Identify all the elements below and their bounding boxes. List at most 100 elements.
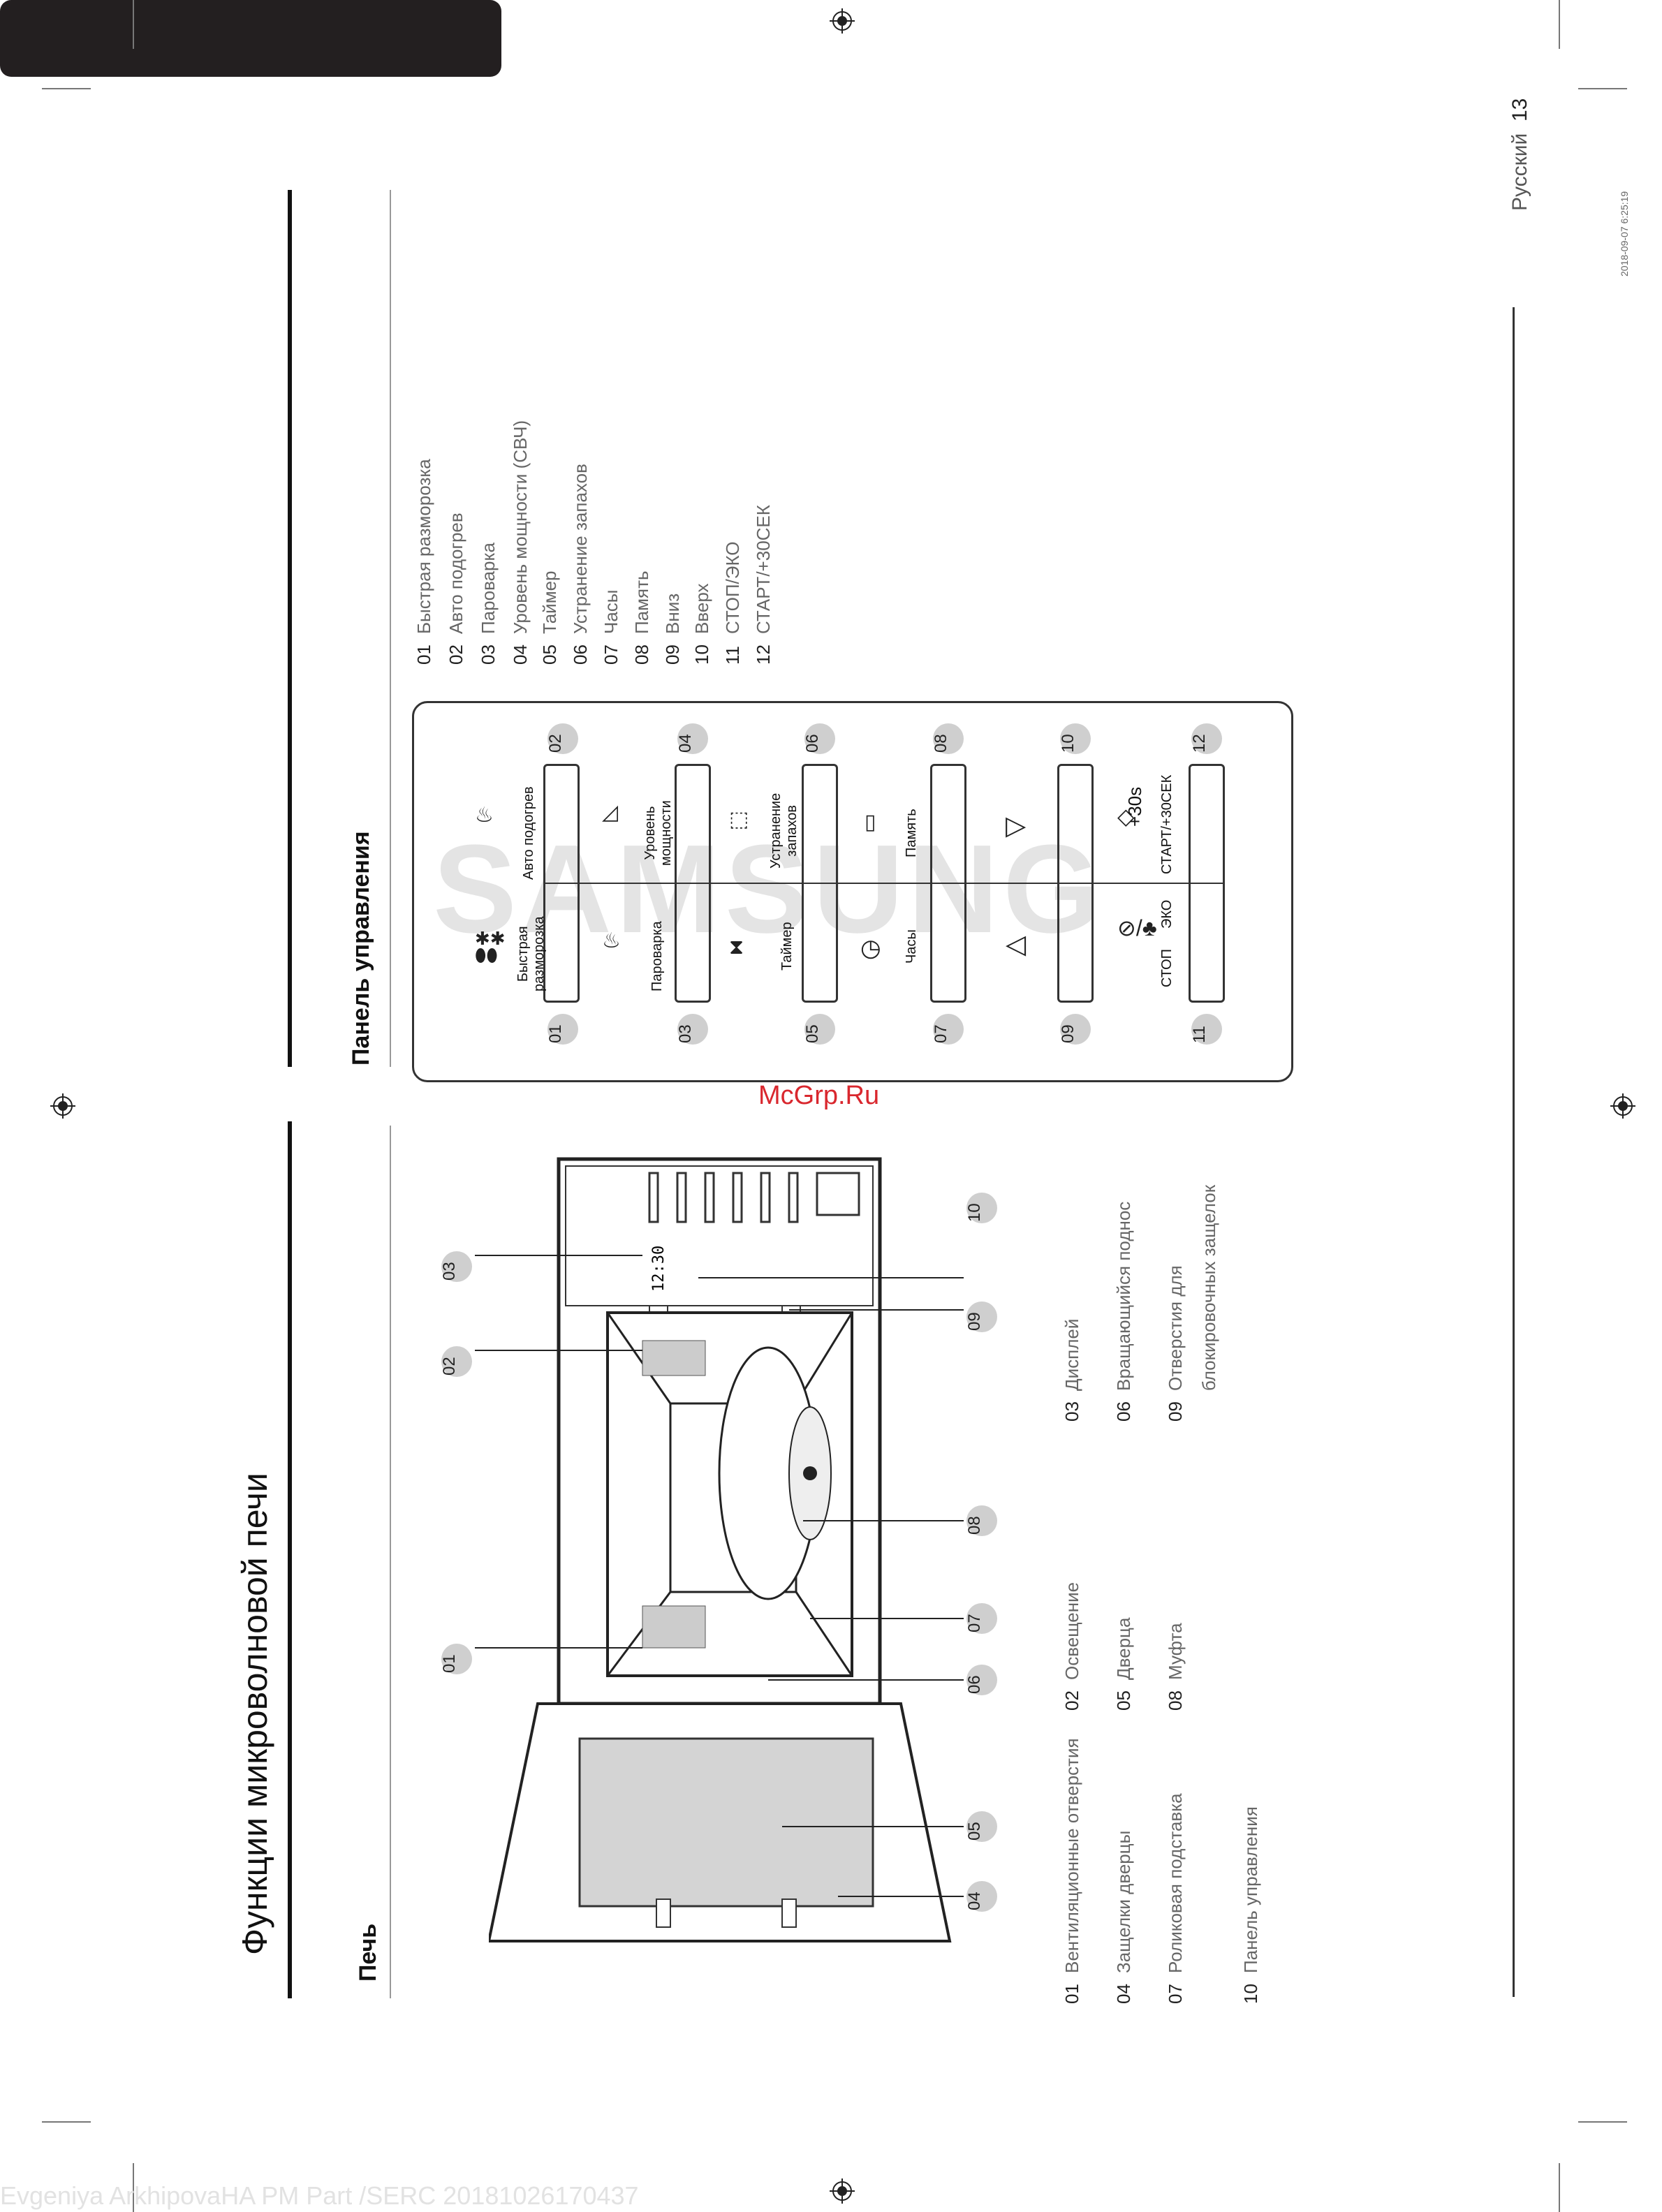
oven-callout-08: 08 <box>965 1505 997 1536</box>
registration-mark-icon <box>50 1093 75 1119</box>
snowflake-drops-icon: ✱✱⬮⬮ <box>475 928 506 966</box>
panel-list-01: 01Быстрая разморозка <box>413 459 434 665</box>
panel-num-01: 01 <box>546 1014 578 1045</box>
panel-list-06: 06Устранение запахов <box>570 464 591 665</box>
footer-language: Русский <box>1508 133 1531 211</box>
oven-dial-box <box>816 1172 860 1216</box>
btn-label-memory[interactable]: Память <box>904 809 919 857</box>
oven-callout-03: 03 <box>440 1251 472 1282</box>
btn-label-clock[interactable]: Часы <box>904 929 919 964</box>
oven-light-grille <box>642 1340 706 1376</box>
bottom-watermark: Evgeniya ArkhipovaHA PM Part /SERC 20181… <box>0 2181 639 2210</box>
oven-door-window <box>578 1737 874 1908</box>
oven-part-04: 04Защелки дверцы <box>1113 1830 1134 2004</box>
crop-mark <box>1559 2163 1560 2212</box>
panel-section-rule <box>390 190 391 1067</box>
oven-vent-slot <box>648 1172 659 1223</box>
oven-coupler <box>803 1466 817 1480</box>
panel-num-03: 03 <box>676 1014 708 1045</box>
control-panel-frame <box>412 701 1293 1082</box>
oven-callout-lines <box>475 1255 964 1897</box>
panel-num-12: 12 <box>1190 723 1222 754</box>
panel-num-02: 02 <box>546 723 578 754</box>
title-rule <box>288 1121 292 1998</box>
registration-mark-icon <box>830 8 855 34</box>
oven-part-01: 01Вентиляционные отверстия <box>1061 1738 1082 2004</box>
panel-num-07: 07 <box>932 1014 964 1045</box>
btn-label-auto-reheat[interactable]: Авто подогрев <box>521 786 536 880</box>
stop-eco-icon: ⊘/♣ <box>1117 915 1157 941</box>
oven-vent-slot <box>788 1172 799 1223</box>
oven-diagram: 12:30 <box>489 1157 952 1942</box>
btn-label-stop[interactable]: СТОП <box>1159 948 1175 987</box>
panel-num-05: 05 <box>803 1014 835 1045</box>
power-level-icon: ◿ <box>602 801 619 824</box>
footer-page-number: Русский 13 <box>1508 98 1532 211</box>
oven-part-09: 09Отверстия для <box>1165 1265 1186 1422</box>
oven-vent-slot <box>676 1172 687 1223</box>
oven-part-05: 05Дверца <box>1113 1617 1134 1711</box>
crop-mark <box>42 2121 91 2123</box>
crop-mark <box>1578 88 1627 89</box>
header-tab-title: Функции микроволновой печи <box>686 40 976 64</box>
oven-callout-02: 02 <box>440 1346 472 1377</box>
footer-rule <box>1513 307 1515 1997</box>
crop-mark <box>133 2163 134 2212</box>
panel-num-09: 09 <box>1059 1014 1091 1045</box>
header-tab: Функции микроволновой печи <box>0 0 976 77</box>
oven-callout-01: 01 <box>440 1644 472 1674</box>
oven-callout-07: 07 <box>965 1603 997 1634</box>
oven-part-10: 10Панель управления <box>1240 1806 1261 2004</box>
deodorize-icon: ⬚ <box>729 808 749 831</box>
steam-pot-icon: ♨ <box>602 929 621 952</box>
steam-plate-icon: ♨ <box>475 804 494 827</box>
registration-mark-icon <box>1610 1093 1635 1119</box>
panel-num-04: 04 <box>676 723 708 754</box>
chevron-down-icon[interactable]: ◁ <box>1006 930 1027 959</box>
oven-part-08: 08Муфта <box>1165 1623 1186 1711</box>
oven-vent-slot <box>704 1172 715 1223</box>
oven-callout-06: 06 <box>965 1665 997 1695</box>
chevron-up-icon[interactable]: ▷ <box>1006 811 1027 841</box>
hourglass-icon: ⧗ <box>729 936 744 959</box>
oven-vent-slot <box>732 1172 743 1223</box>
crop-mark <box>1559 0 1560 49</box>
panel-section-title: Панель управления <box>348 831 374 1066</box>
panel-list-05: 05Таймер <box>539 570 560 665</box>
oven-vent-slot <box>760 1172 771 1223</box>
panel-list-04: 04Уровень мощности (СВЧ) <box>510 420 531 665</box>
oven-part-02: 02Освещение <box>1061 1581 1082 1711</box>
btn-label-start[interactable]: СТАРТ/+30СЕК <box>1159 774 1175 874</box>
button-divider <box>543 883 1225 884</box>
memory-icon: ▯ <box>865 811 876 834</box>
oven-part-09-cont: блокировочных защелок <box>1198 1184 1219 1391</box>
oven-section-rule <box>390 1126 391 1998</box>
oven-vent-grille <box>642 1605 706 1649</box>
oven-display-text: 12:30 <box>650 1246 668 1292</box>
btn-label-eco[interactable]: ЭКО <box>1159 899 1175 929</box>
panel-num-06: 06 <box>803 723 835 754</box>
site-watermark: McGrp.Ru <box>758 1081 880 1110</box>
panel-list-09: 09Вниз <box>662 593 683 665</box>
oven-callout-10: 10 <box>965 1193 997 1223</box>
panel-list-12: 12СТАРТ/+30СЕК <box>753 505 774 665</box>
oven-control-strip <box>565 1165 874 1306</box>
oven-callout-09: 09 <box>965 1302 997 1332</box>
btn-label-plus30[interactable]: +30s <box>1124 786 1145 827</box>
oven-part-06: 06Вращающийся поднос <box>1113 1201 1134 1422</box>
panel-list-02: 02Авто подогрев <box>446 513 466 665</box>
btn-label-timer[interactable]: Таймер <box>779 922 795 971</box>
clock-icon: ◷ <box>860 935 881 961</box>
start-icon: ◇ <box>1117 804 1135 829</box>
oven-callout-04: 04 <box>965 1881 997 1912</box>
panel-list-11: 11СТОП/ЭКО <box>722 541 743 665</box>
btn-label-steamer[interactable]: Пароварка <box>649 921 665 991</box>
oven-part-07: 07Роликовая подставка <box>1165 1793 1186 2004</box>
panel-list-07: 07Часы <box>601 589 622 665</box>
footer-page: 13 <box>1508 98 1531 121</box>
panel-list-03: 03Пароварка <box>478 543 499 665</box>
crop-mark <box>1578 2121 1627 2123</box>
